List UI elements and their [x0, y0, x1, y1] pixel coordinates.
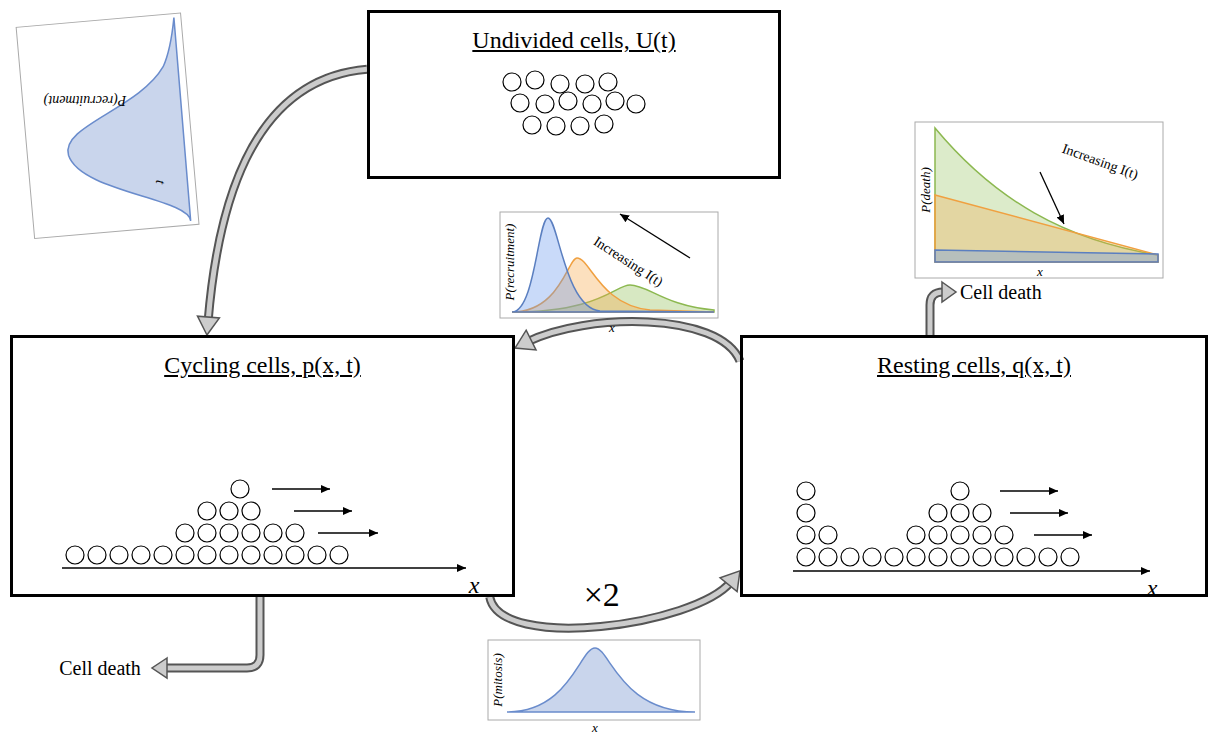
cell-circle [220, 502, 238, 520]
cell-circle [220, 524, 238, 542]
cell-circle [907, 526, 925, 544]
cell-circle [242, 502, 260, 520]
death-plot [915, 122, 1163, 278]
cell-circle [885, 548, 903, 566]
cell-circle [242, 524, 260, 542]
cell-circle [973, 548, 991, 566]
arrow-head [197, 316, 219, 335]
axis-label: P(mitosis) [491, 653, 504, 706]
cell-circle [286, 546, 304, 564]
axis [62, 489, 1150, 571]
cell-circle [951, 548, 969, 566]
recruitment-plot [500, 212, 718, 318]
cell-circle [198, 546, 216, 564]
mitosis-plot [488, 640, 700, 720]
cell-circle [1039, 548, 1057, 566]
axis-label: x [609, 321, 615, 334]
cell-circle [110, 546, 128, 564]
cell-circle [286, 524, 304, 542]
cell-circle [264, 524, 282, 542]
flow-arrow [197, 69, 367, 335]
process-box: Undivided cells, U(t) [367, 10, 781, 179]
cell-circle [929, 504, 947, 522]
cell-circle [995, 526, 1013, 544]
cell-circle [929, 548, 947, 566]
edge-label: ×2 [581, 578, 623, 612]
cell-circle [330, 546, 348, 564]
outcome-label: Cell death [960, 282, 1042, 302]
cell-death-arrow [152, 282, 956, 678]
recruitment-plot-rotated [16, 13, 199, 239]
arrow-head [720, 571, 740, 592]
cell-circle [308, 546, 326, 564]
cell-circle [951, 482, 969, 500]
box-title: Resting cells, q(x, t) [743, 352, 1205, 379]
axis-label: x [469, 573, 480, 597]
flow-arrow [490, 571, 740, 628]
cell-circle [907, 548, 925, 566]
axis-label: x [1147, 576, 1158, 600]
cell-circle [995, 548, 1013, 566]
arrow-head [515, 330, 536, 350]
cell-circle [1017, 548, 1035, 566]
cell-circle [797, 504, 815, 522]
cell-circle [231, 480, 249, 498]
cell-circle [929, 526, 947, 544]
box-title: Cycling cells, p(x, t) [13, 352, 512, 379]
flow-arrow [515, 322, 740, 362]
cell-circles [797, 482, 1079, 566]
axis-label: P(death) [919, 167, 932, 212]
cell-circle [797, 548, 815, 566]
cell-circle [973, 504, 991, 522]
cell-circle [264, 546, 282, 564]
cell-circle [88, 546, 106, 564]
connector-line [528, 322, 740, 362]
cell-circle [66, 546, 84, 564]
cell-circle [1061, 548, 1079, 566]
connector-line [208, 69, 367, 321]
cell-circle [797, 526, 815, 544]
cell-circle [154, 546, 172, 564]
outcome-label: Cell death [59, 658, 141, 678]
cell-circle [951, 526, 969, 544]
axis-label: P(recruitment) [503, 224, 516, 301]
cell-circle [176, 524, 194, 542]
cell-circle [863, 548, 881, 566]
cell-circle [797, 482, 815, 500]
cell-circles [503, 71, 645, 135]
cell-circle [132, 546, 150, 564]
cell-circle [819, 526, 837, 544]
cell-circle [198, 502, 216, 520]
connector-line [208, 69, 367, 321]
cell-circle [841, 548, 859, 566]
cell-circle [220, 546, 238, 564]
box-title: Undivided cells, U(t) [370, 27, 778, 54]
cell-circle [973, 526, 991, 544]
cell-circle [951, 504, 969, 522]
cell-circle [198, 524, 216, 542]
connector-line [528, 322, 740, 362]
process-box: Resting cells, q(x, t) [740, 335, 1208, 597]
cell-circle [242, 546, 260, 564]
axis-label: x [592, 721, 598, 734]
cell-circle [176, 546, 194, 564]
cell-circle [819, 548, 837, 566]
process-box: Cycling cells, p(x, t) [10, 335, 515, 597]
axis-label: x [1037, 265, 1043, 278]
axis-label: P(recruitment) [44, 93, 127, 107]
cell-circles [66, 480, 348, 564]
